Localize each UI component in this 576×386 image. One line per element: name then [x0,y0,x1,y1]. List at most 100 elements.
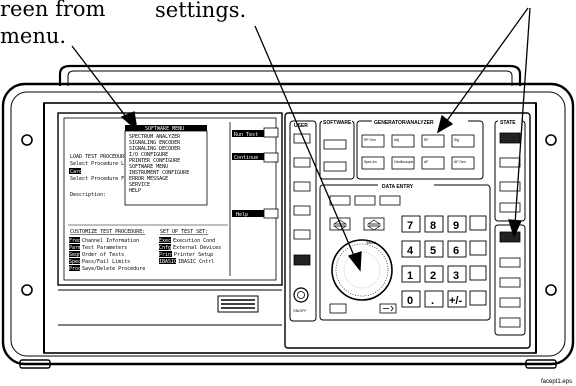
num-key-decimal[interactable] [424,290,444,308]
softkey-button-3[interactable] [263,208,279,219]
cursor-key[interactable] [329,195,351,206]
arrow-head-icon [508,219,522,238]
row-key[interactable]: Print [159,252,174,258]
user-keys-block: USER ON/OFF [289,120,317,322]
arrow-head-icon [436,114,454,134]
user-key[interactable] [293,181,311,192]
select-knob[interactable] [331,239,393,301]
num-key-0[interactable] [401,290,421,308]
menu-item[interactable]: SIGNALING DECODER [129,146,181,152]
gen-key[interactable] [391,156,415,170]
knob-label: Select [366,241,376,245]
softkey-labels: Run Test Continue Help [232,130,272,218]
softkey-help[interactable]: Help [236,212,248,218]
unit-key[interactable] [469,215,487,231]
softkey-continue[interactable]: Continue [234,155,258,161]
gen-key[interactable] [421,134,445,148]
num-key-label: 1 [407,270,413,282]
instrument-key[interactable] [499,257,521,268]
cursor-key[interactable] [354,195,376,206]
software-key[interactable] [323,139,347,150]
row-key[interactable]: Freq [69,238,81,244]
data-entry-label: DATA ENTRY [382,184,414,190]
software-keys-block: SOFTWARE [319,118,355,180]
num-key-label: . [431,295,434,307]
unit-key[interactable] [469,265,487,281]
shift-key[interactable] [293,254,311,266]
gen-analyzer-label: GENERATOR/ANALYZER [374,120,434,126]
row-key[interactable]: Proc [69,266,81,272]
cursor-key[interactable] [379,195,401,206]
row-key[interactable]: Parm [69,245,81,251]
gen-key[interactable] [451,156,475,170]
num-key-5[interactable] [424,240,444,258]
screw-left-top [21,134,33,146]
num-key-8[interactable] [424,215,444,233]
row-key[interactable]: IBASIC [159,259,177,265]
callout-top-line: settings. [155,0,246,22]
instrument-key[interactable] [499,231,521,243]
num-key-7[interactable] [401,215,421,233]
num-key-label: 3 [453,270,459,282]
instrument-key[interactable] [499,277,521,288]
num-key-9[interactable] [447,215,467,233]
menu-item[interactable]: SPECTRUM ANALYZER [129,134,181,140]
softkey-run-test[interactable]: Run Test [234,132,258,138]
gen-key[interactable] [361,134,385,148]
card-field[interactable]: Card [70,169,82,175]
instrument-key[interactable] [499,317,521,328]
control-panel [284,112,531,349]
num-key-4[interactable] [401,240,421,258]
side-screws [21,134,557,296]
menu-item[interactable]: SIGNALING ENCODER [129,140,181,146]
gen-key[interactable] [361,156,385,170]
gen-key[interactable] [391,134,415,148]
bottom-key[interactable] [329,303,347,314]
menu-item[interactable]: PRINTER CONFIGURE [129,158,180,164]
instrument-key[interactable] [499,297,521,308]
num-key-6[interactable] [447,240,467,258]
menu-item[interactable]: INSTRUMENT CONFIGURE [129,170,189,176]
row-key[interactable]: Spec [69,259,81,265]
num-key-3[interactable] [447,265,467,283]
svg-text:ON/OFF: ON/OFF [293,309,307,313]
menu-item[interactable]: HELP [129,188,141,194]
num-key-label: 8 [430,220,436,232]
menu-item[interactable]: SERVICE [129,182,150,188]
user-key[interactable] [293,157,311,168]
softkey-button-1[interactable] [263,127,279,138]
gen-key[interactable] [451,134,475,148]
unit-key[interactable] [469,290,487,306]
num-key-label: +/- [449,295,462,307]
screw-left-bottom [21,284,33,296]
menu-item[interactable]: SOFTWARE MENU [129,164,168,170]
gen-key-label: Spec An [364,160,377,164]
num-key-label: 7 [407,220,413,232]
state-key[interactable] [499,181,521,192]
crt-screen: LOAD TEST PROCEDURE Select Procedure L C… [68,122,272,276]
user-key[interactable] [293,229,311,240]
unit-key[interactable] [469,240,487,256]
state-key[interactable] [499,132,521,144]
user-section-label: USER [294,123,308,129]
software-menu-popup: SOFTWARE MENU SPECTRUM ANALYZER SIGNALIN… [124,125,208,206]
row-key[interactable]: Exec [159,238,171,244]
state-key[interactable] [499,157,521,168]
num-key-sign[interactable] [447,290,467,308]
row-key[interactable]: Seqn [69,252,81,258]
num-key-label: 2 [430,270,436,282]
state-key[interactable] [499,202,521,213]
software-key[interactable] [323,161,347,172]
menu-item[interactable]: ERROR MESSAGE [129,176,168,182]
num-key-1[interactable] [401,265,421,283]
gen-key-label: AF [424,160,428,164]
softkey-button-2[interactable] [263,152,279,163]
row-key[interactable]: Cnfg [159,245,171,251]
arrow-head-icon [120,111,138,132]
arrow-head-icon [347,251,362,272]
user-key[interactable] [293,205,311,216]
menu-item[interactable]: I/O CONFIGURE [129,152,168,158]
gen-key[interactable] [421,156,445,170]
num-key-2[interactable] [424,265,444,283]
